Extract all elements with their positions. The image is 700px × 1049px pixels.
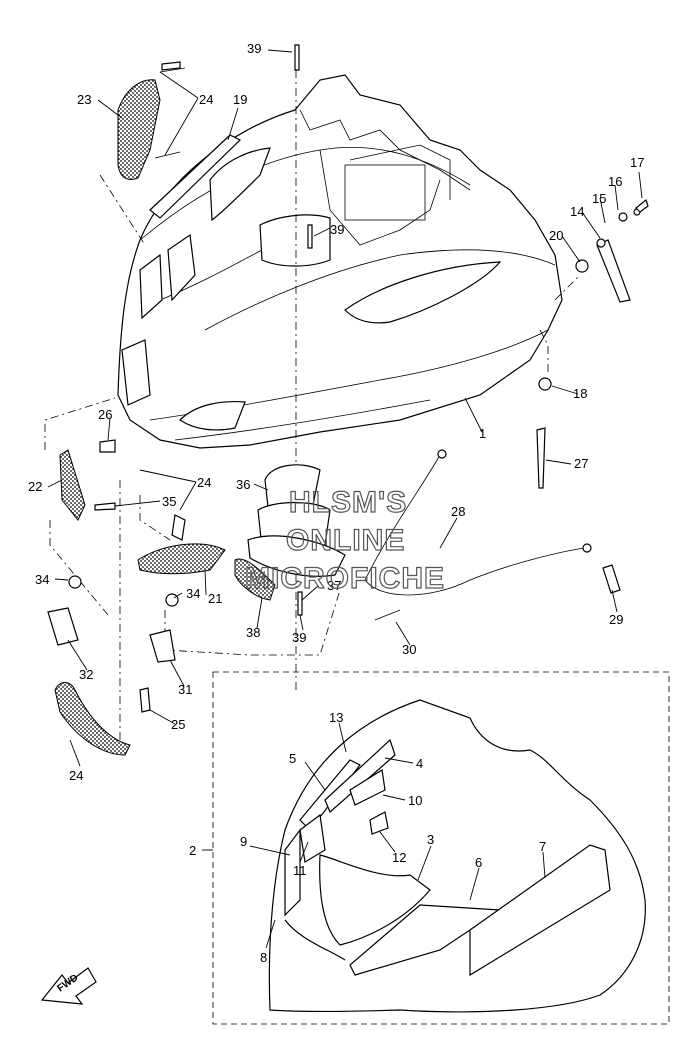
label-29: 28	[451, 504, 465, 519]
label-19: 19	[233, 92, 247, 107]
label-3: 3	[427, 832, 434, 847]
label-15: 15	[592, 191, 606, 206]
label-30: 29	[609, 612, 623, 627]
part-32-bracket	[149, 629, 176, 663]
part-18-grommet	[538, 377, 552, 391]
hood-assembly	[117, 74, 563, 449]
alignment-line	[49, 520, 109, 616]
part-22-mesh	[59, 449, 86, 521]
label-11: 11	[293, 863, 307, 878]
cable-end	[437, 449, 447, 459]
label-23: 23	[77, 92, 91, 107]
label-31: 30	[402, 642, 416, 657]
part-33-bracket	[47, 607, 79, 646]
alignment-line	[139, 495, 171, 541]
part-23-side-vent	[117, 67, 186, 180]
part-26-rivet	[139, 687, 151, 713]
label-24: 24	[199, 92, 213, 107]
label-8: 8	[260, 950, 267, 965]
part-24-rivet	[171, 514, 186, 541]
label-39: 39	[330, 222, 344, 237]
decal-set-box	[212, 671, 670, 1025]
label-17: 17	[630, 155, 644, 170]
label-27: 26	[98, 407, 112, 422]
cable	[364, 454, 586, 596]
part-34-nut	[165, 593, 179, 607]
alignment-line	[164, 589, 341, 656]
watermark-line-3: MICROFICHE	[245, 562, 445, 595]
label-10: 10	[408, 793, 422, 808]
label-37: 37	[327, 578, 341, 593]
leader-lines	[47, 49, 643, 949]
part-25-mesh	[54, 682, 131, 756]
label-13: 13	[329, 710, 343, 725]
label-12: 12	[392, 850, 406, 865]
part-27-clip	[99, 439, 116, 453]
label-14: 14	[570, 204, 584, 219]
label-21: 21	[208, 591, 222, 606]
label-32: 31	[178, 682, 192, 697]
part-21-mesh	[137, 543, 226, 575]
part-39-rivet	[307, 224, 313, 249]
label-2: 2	[189, 843, 196, 858]
label-39: 39	[247, 41, 261, 56]
part-39-rivet	[297, 591, 303, 616]
label-9: 9	[240, 834, 247, 849]
label-16: 16	[608, 174, 622, 189]
part-20-grommet	[575, 259, 589, 273]
alignment-line	[44, 397, 116, 450]
decal-set	[268, 699, 646, 1013]
alignment-line	[554, 274, 581, 301]
label-1: 1	[479, 426, 486, 441]
label-4: 4	[416, 756, 423, 771]
part-17-screw	[635, 198, 649, 213]
part-15-washer	[618, 212, 628, 222]
fwd-arrow: FWD	[40, 967, 97, 1005]
part-30-rivet	[602, 564, 621, 594]
watermark-line-2: ONLINE	[286, 524, 405, 557]
label-39: 39	[292, 630, 306, 645]
label-36: 36	[236, 477, 250, 492]
label-6: 6	[475, 855, 482, 870]
part-35-screw	[94, 502, 116, 511]
label-25: 24	[69, 768, 83, 783]
label-24: 24	[197, 475, 211, 490]
cable-end	[582, 543, 592, 553]
label-18: 18	[573, 386, 587, 401]
part-31-spring	[374, 609, 401, 621]
label-20: 20	[549, 228, 563, 243]
watermark-line-1: HLSM'S	[289, 486, 407, 519]
part-24-rivet	[161, 61, 181, 71]
part-34-nut	[68, 575, 82, 589]
label-22: 22	[28, 479, 42, 494]
part-36-duct	[234, 464, 346, 601]
label-26: 25	[171, 717, 185, 732]
alignment-line	[539, 329, 549, 375]
part-28-tie	[536, 427, 546, 489]
part-14-latch	[596, 239, 631, 303]
label-28: 27	[574, 456, 588, 471]
part-19-strip	[149, 134, 242, 219]
label-34: 34	[35, 572, 49, 587]
label-33: 32	[79, 667, 93, 682]
part-39-rivet	[294, 44, 300, 71]
label-34: 34	[186, 586, 200, 601]
label-7: 7	[539, 839, 546, 854]
part-labels: 39 23 24 19 39 17 16 15 14 20 18 1 27 28…	[28, 41, 644, 965]
alignment-line	[99, 174, 146, 246]
label-38: 38	[246, 625, 260, 640]
label-5: 5	[289, 751, 296, 766]
label-35: 35	[162, 494, 176, 509]
watermark: HLSM'S ONLINE MICROFICHE	[244, 485, 445, 595]
